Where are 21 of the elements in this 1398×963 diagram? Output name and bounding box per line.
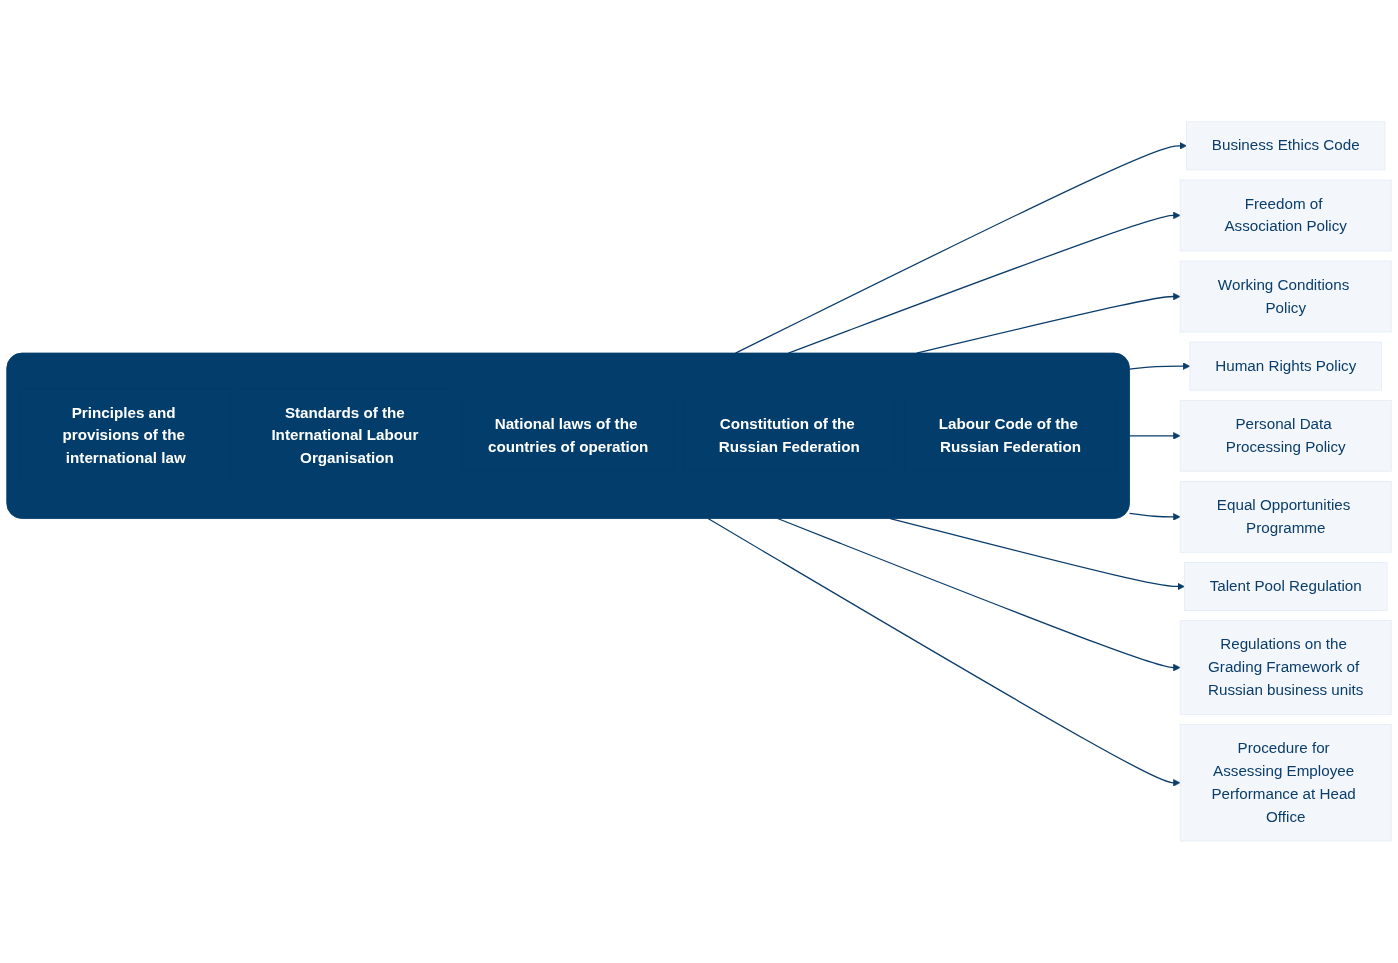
- node-box: Procedure for Assessing Employee Performance at Head Office: [1179, 724, 1392, 842]
- cluster: [6, 352, 1130, 520]
- node-box: Equal Opportunities Programme: [1179, 481, 1392, 553]
- node-text: Standards of the International Labour Organisation: [271, 404, 419, 467]
- arrow: [707, 518, 1181, 787]
- arrow: [1128, 512, 1181, 521]
- arrow: [1128, 432, 1181, 440]
- node-text: Constitution of the Russian Federation: [718, 415, 860, 456]
- node-box: Freedom of Association Policy: [1179, 179, 1392, 252]
- node-box: Working Conditions Policy: [1179, 260, 1392, 333]
- node-box: Business Ethics Code: [1186, 121, 1386, 171]
- arrow: [734, 142, 1187, 354]
- node-box: Talent Pool Regulation: [1183, 562, 1388, 612]
- node-box: Human Rights Policy: [1189, 341, 1382, 391]
- node-text: Principles and provisions of the international law: [62, 404, 186, 467]
- node-box: Personal Data Processing Policy: [1179, 400, 1392, 472]
- arrow: [1128, 362, 1191, 370]
- node-text: National laws of the countries of operation: [487, 415, 649, 456]
- arrow: [777, 518, 1181, 672]
- node-text: Labour Code of the Russian Federation: [938, 415, 1082, 456]
- node-box: Regulations on the Grading Framework of Russian business units: [1179, 620, 1392, 715]
